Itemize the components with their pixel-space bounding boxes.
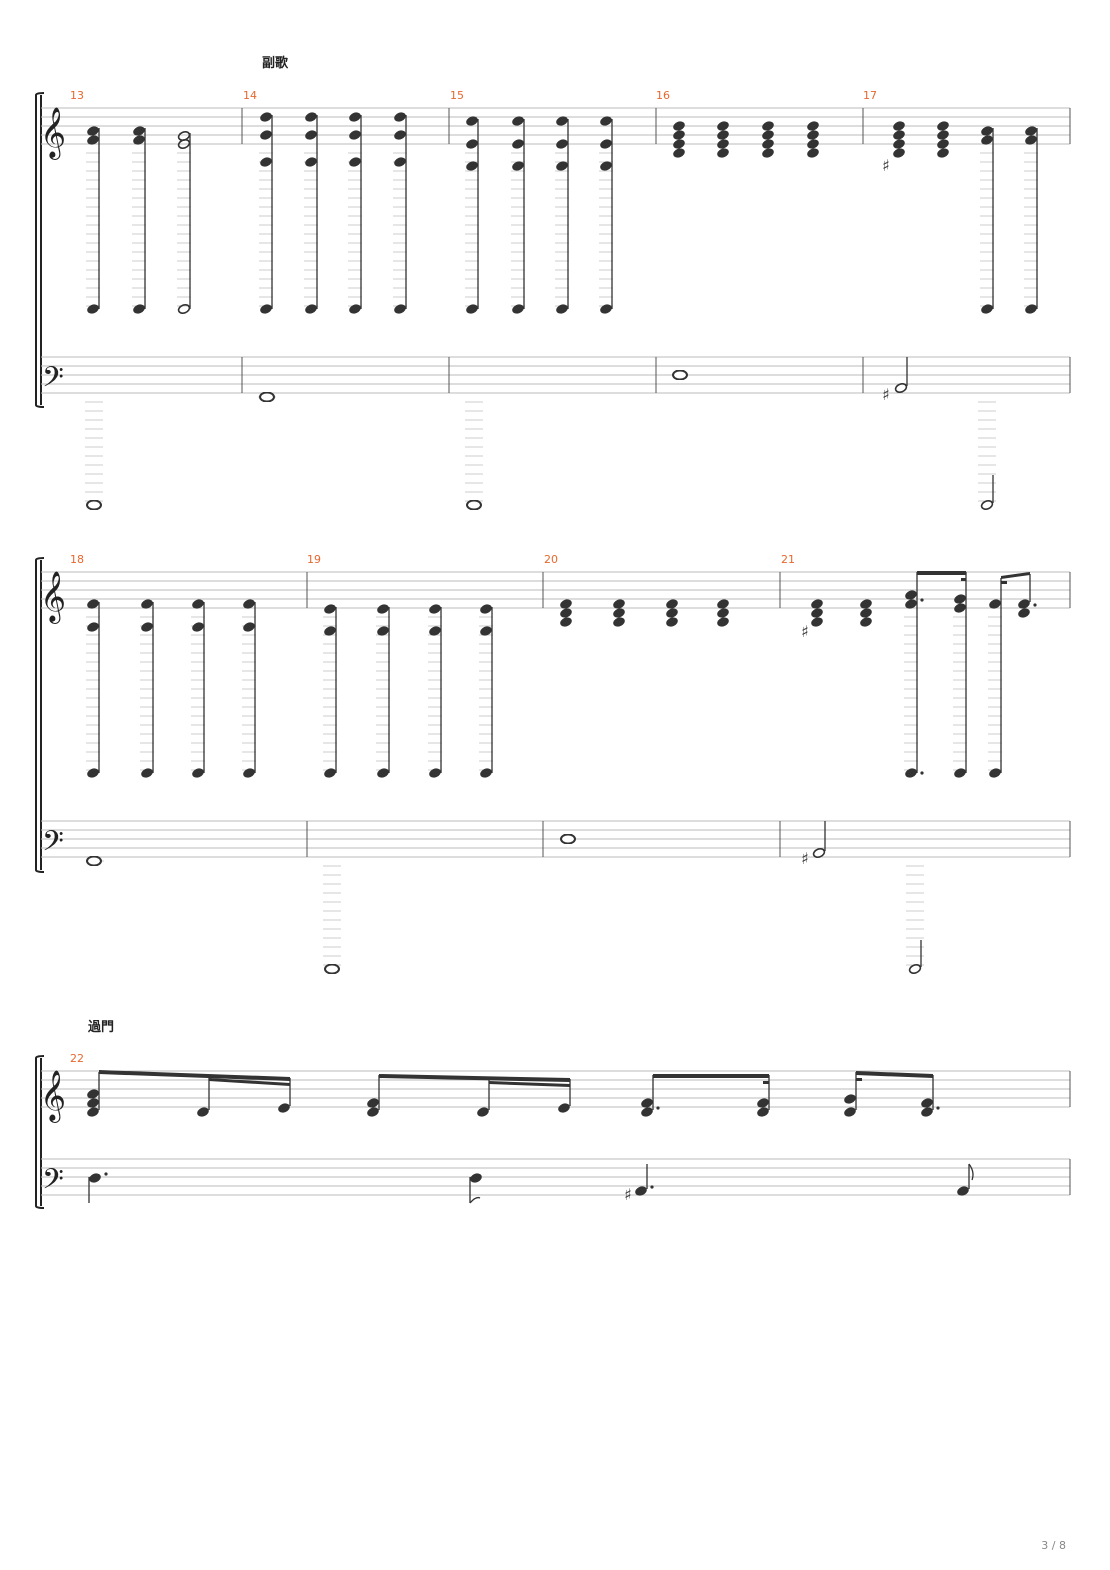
treble-notes-system-3 <box>86 1070 940 1117</box>
treble-clef-icon: 𝄞 <box>40 1070 66 1123</box>
system-1: 𝄞 𝄢 13 14 15 16 17 <box>35 89 1071 510</box>
measure-number-14: 14 <box>243 89 257 102</box>
barlines <box>241 108 1071 393</box>
bass-staff <box>41 1158 1070 1196</box>
bass-notes-system-2: ♯ <box>86 821 922 974</box>
measure-number-15: 15 <box>450 89 464 102</box>
bass-clef-icon: 𝄢 <box>42 825 64 865</box>
treble-clef-icon: 𝄞 <box>40 571 66 624</box>
barlines <box>306 572 1071 857</box>
bass-clef-icon: 𝄢 <box>42 1163 64 1203</box>
section-label-interlude: 過門 <box>87 1019 114 1035</box>
ledger-columns <box>86 616 1002 966</box>
treble-staff <box>41 571 1070 609</box>
treble-clef-icon: 𝄞 <box>40 107 66 160</box>
bass-staff <box>41 356 1070 394</box>
measure-number-19: 19 <box>307 553 321 566</box>
treble-notes-system-2: ♯ <box>86 571 1037 778</box>
svg-text:♯: ♯ <box>801 849 809 868</box>
treble-staff <box>41 107 1070 145</box>
measure-number-22: 22 <box>70 1052 84 1065</box>
section-label-chorus: 副歌 <box>262 55 289 71</box>
treble-notes-system-1: ♯ <box>86 112 1038 314</box>
measure-number-13: 13 <box>70 89 84 102</box>
system-3: 𝄞 𝄢 22 <box>35 1052 1071 1209</box>
svg-text:♯: ♯ <box>882 156 890 175</box>
ledger-columns <box>85 152 1038 502</box>
bass-staff <box>41 820 1070 858</box>
measure-number-17: 17 <box>863 89 877 102</box>
svg-text:♯: ♯ <box>882 385 890 404</box>
measure-number-21: 21 <box>781 553 795 566</box>
measure-number-16: 16 <box>656 89 670 102</box>
measure-number-20: 20 <box>544 553 558 566</box>
bass-clef-icon: 𝄢 <box>42 361 64 401</box>
bass-notes-system-3: ♯ <box>88 1163 974 1204</box>
system-2: 𝄞 𝄢 18 19 20 21 <box>35 553 1071 974</box>
bass-notes-system-1: ♯ <box>86 357 994 510</box>
measure-number-18: 18 <box>70 553 84 566</box>
svg-text:♯: ♯ <box>624 1185 632 1204</box>
page-number: 3 / 8 <box>1041 1539 1066 1552</box>
svg-text:♯: ♯ <box>801 622 809 641</box>
